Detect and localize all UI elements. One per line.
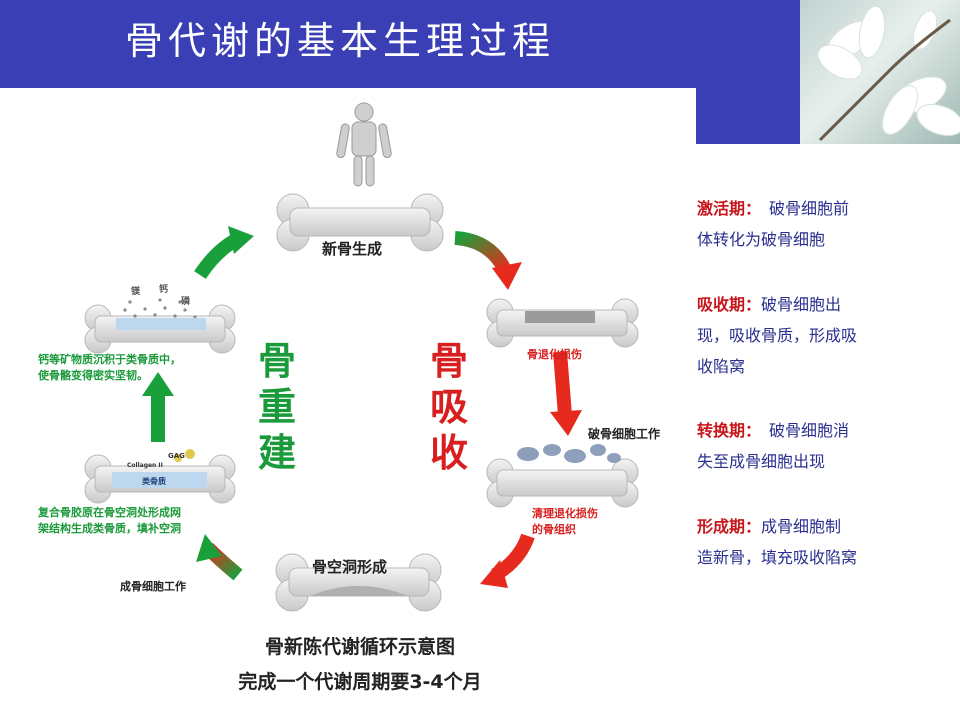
phase-reversal: 转换期： 破骨细胞消 失至成骨细胞出现 xyxy=(697,421,850,471)
resorption-label: 骨吸收 xyxy=(430,339,469,475)
phase-reversal-name: 转换期： xyxy=(697,421,754,440)
title-bar xyxy=(0,0,800,88)
osteoclast-bone-icon xyxy=(486,458,639,508)
arrow-left-up-icon xyxy=(142,372,174,442)
osteoid-label: 类骨质 xyxy=(142,477,166,486)
arrow-right-down-icon xyxy=(550,351,582,436)
osteoclast-work-label: 破骨细胞工作 xyxy=(588,427,661,441)
new-bone-label: 新骨生成 xyxy=(322,240,383,258)
arrow-top-left-icon xyxy=(194,226,254,279)
collagen-text: 复合骨胶原在骨空洞处形成网架结构生成类骨质，填补空洞 xyxy=(38,506,181,535)
mineral-label-mg: 镁 xyxy=(131,287,141,297)
clean-bone-label: 清理退化损伤的骨组织 xyxy=(532,507,598,536)
new-bone-icon xyxy=(276,193,444,252)
mineral-text: 钙等矿物质沉积于类骨质中，使骨骼变得密实坚韧。 xyxy=(38,353,181,382)
skeleton-icon xyxy=(336,102,392,187)
bone-remodeling-diagram: 新骨生成 骨退化损伤 破骨细胞工作 清理退化损伤的骨组织 骨空洞形成 成骨细胞工… xyxy=(0,90,700,720)
bone-degeneration-label: 骨退化损伤 xyxy=(527,348,582,361)
osteoblast-work-label: 成骨细胞工作 xyxy=(120,580,186,593)
cavity-label: 骨空洞形成 xyxy=(312,558,388,576)
mineral-label-p: 磷 xyxy=(181,297,191,307)
cavity-bone-icon xyxy=(275,553,442,612)
phase-resorption-name: 吸收期： xyxy=(697,295,762,314)
arrow-bottom-right-icon xyxy=(480,533,535,588)
phase-activation-name: 激活期： xyxy=(697,199,754,218)
arrow-top-right-icon xyxy=(454,231,522,290)
phase-formation-name: 形成期： xyxy=(697,517,762,536)
phase-formation: 形成期：成骨细胞制 造新骨，填充吸收陷窝 xyxy=(697,517,858,567)
arrow-bottom-left-icon xyxy=(196,534,243,581)
collagen-label: Collagen II xyxy=(127,462,163,469)
phase-resorption: 吸收期：破骨细胞出 现，吸收骨质，形成吸 收陷窝 xyxy=(697,295,858,376)
caption-line-1: 骨新陈代谢循环示意图 xyxy=(264,636,455,658)
gag-label: GAG xyxy=(168,452,185,460)
phase-activation: 激活期： 破骨细胞前 体转化为破骨细胞 xyxy=(697,199,850,249)
page-title: 骨代谢的基本生理过程 xyxy=(125,19,556,63)
caption-line-2: 完成一个代谢周期要3-4个月 xyxy=(238,671,482,693)
rebuild-label: 骨重建 xyxy=(258,339,297,475)
magnolia-flower-image xyxy=(800,0,960,144)
title-bar-extension xyxy=(696,88,800,144)
mineral-label-ca: 钙 xyxy=(159,285,169,295)
